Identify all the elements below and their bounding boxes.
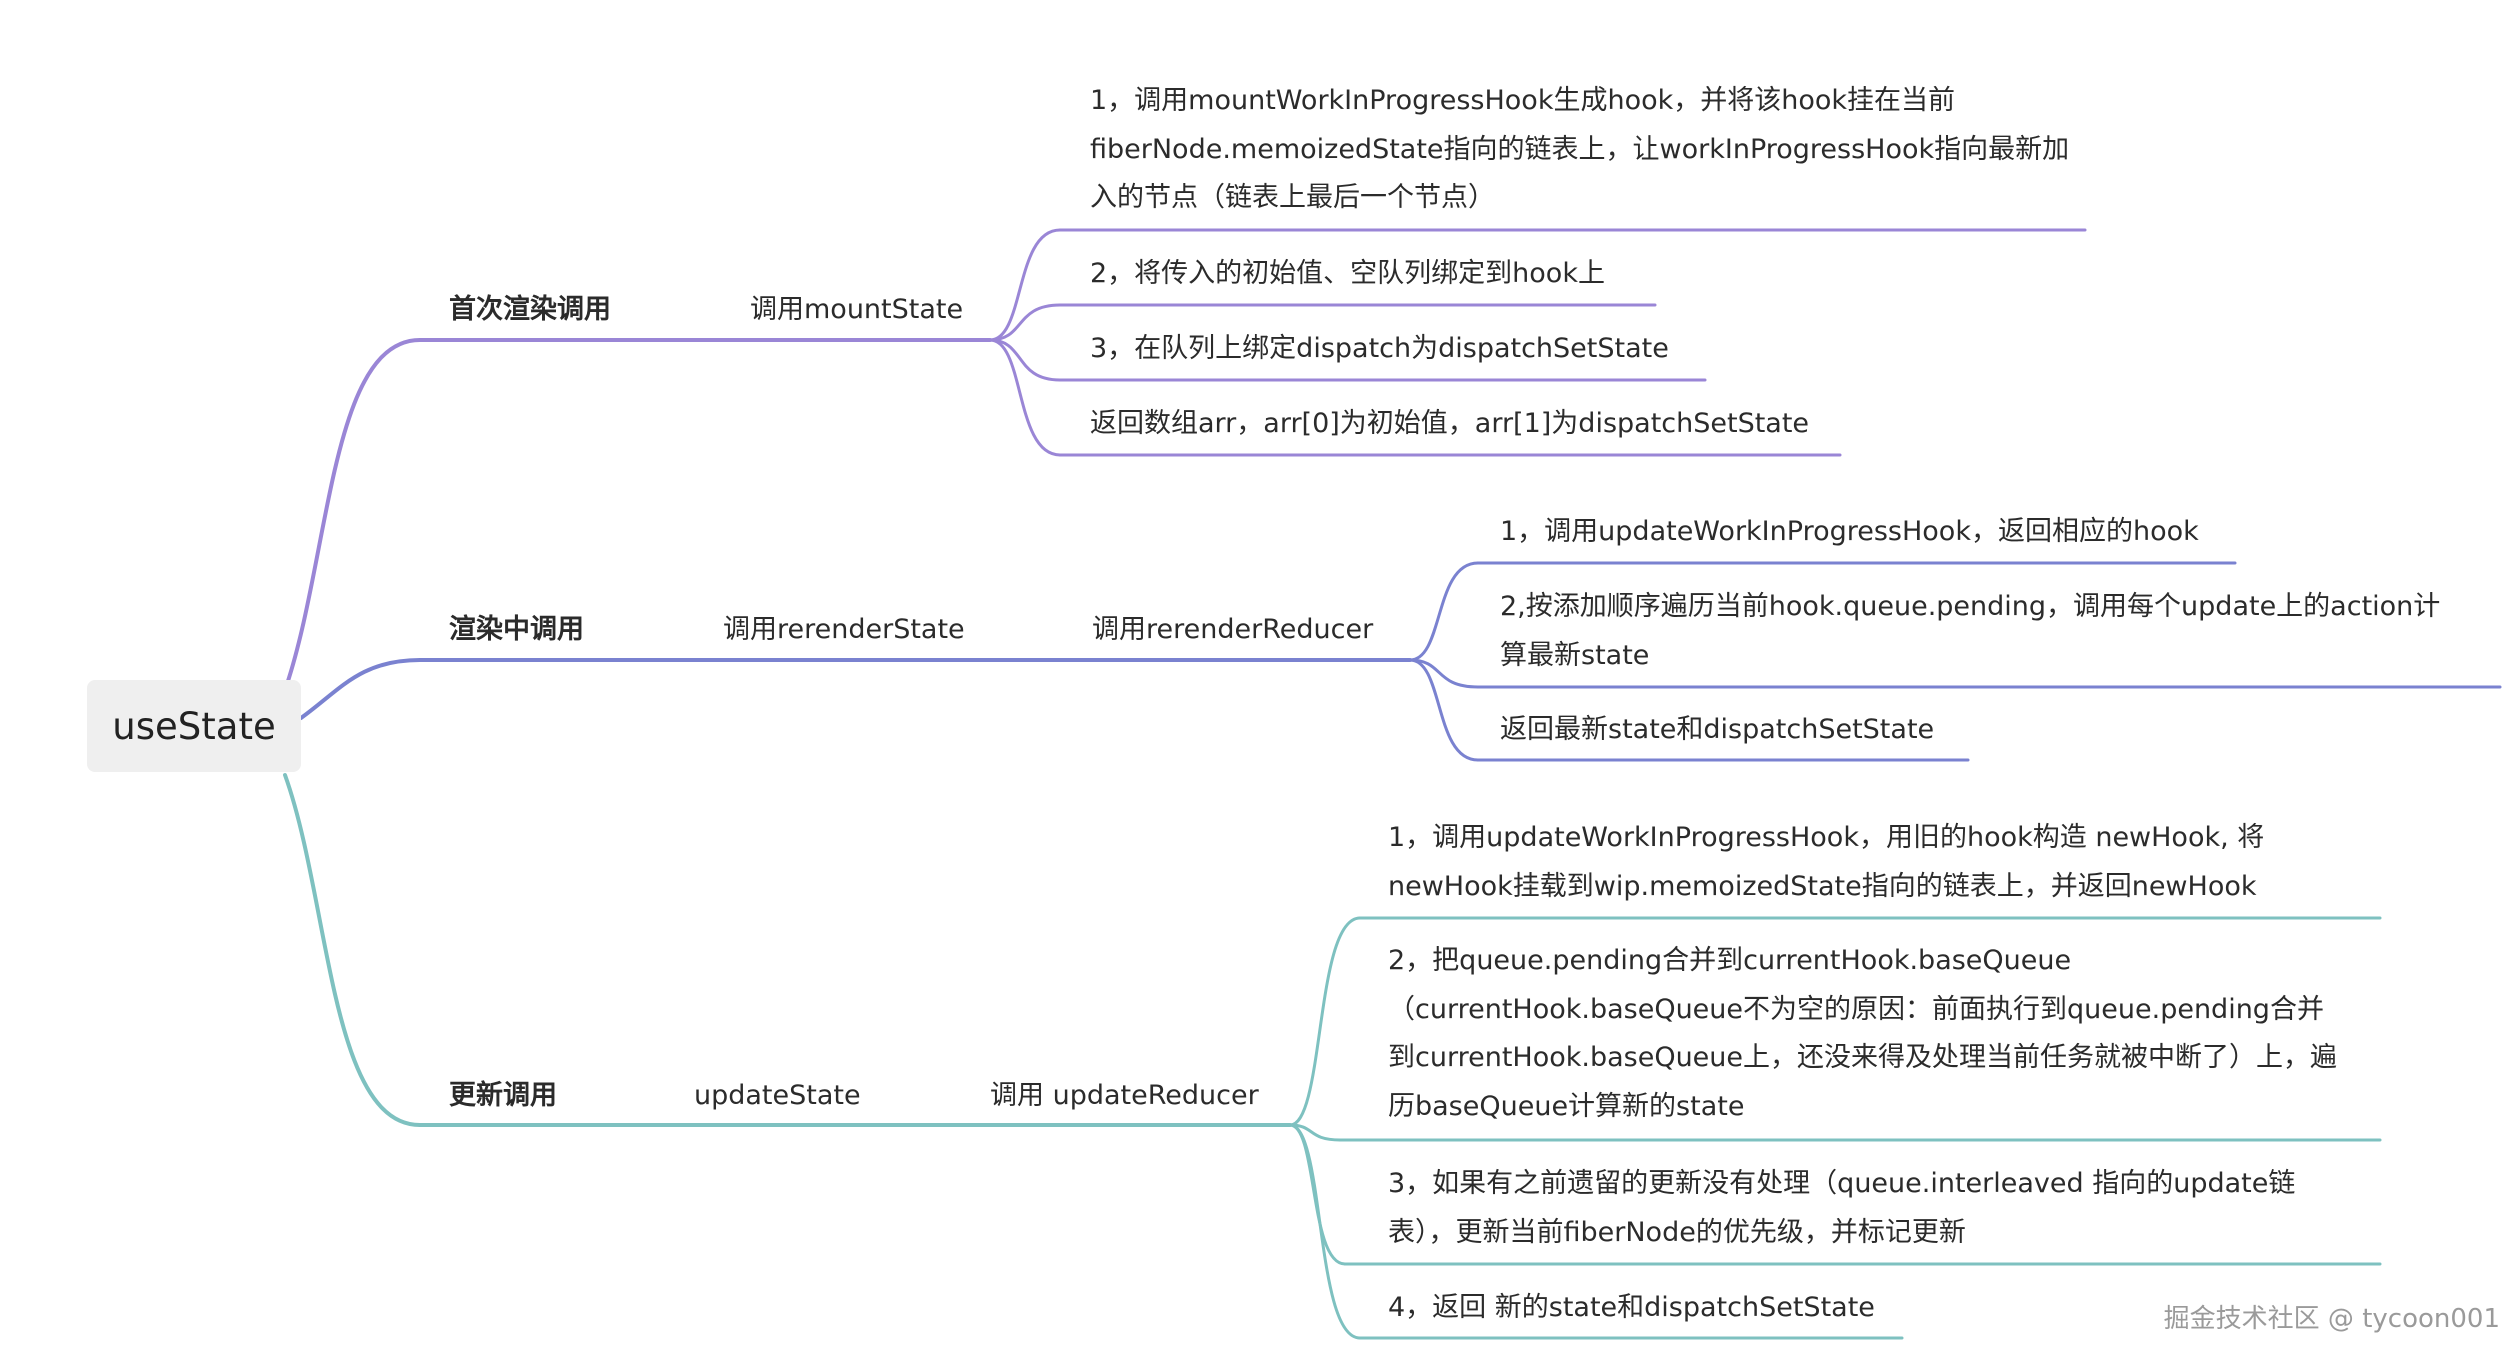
- watermark: 掘金技术社区 @ tycoon001: [2163, 1304, 2500, 1334]
- branch-update[interactable]: 更新调用: [449, 1080, 557, 1111]
- connector-root-first-render: [283, 338, 422, 692]
- connector-first-render-leaf-1: [988, 228, 1062, 342]
- branch-rerender-leaf-3[interactable]: 返回最新state和dispatchSetState: [1500, 714, 1935, 745]
- branch-update-leaf-4[interactable]: 4，返回 新的state和dispatchSetState: [1388, 1292, 1875, 1323]
- connector-update-leaf-4: [1288, 1123, 1362, 1340]
- root-label: useState: [112, 704, 276, 748]
- branch-update-chain-2[interactable]: 调用 updateReducer: [990, 1080, 1259, 1111]
- branch-update-leaf-3[interactable]: 3，如果有之前遗留的更新没有处理（queue.interleaved 指向的up…: [1388, 1168, 2296, 1248]
- branch-first-render-leaf-2[interactable]: 2，将传入的初始值、空队列绑定到hook上: [1090, 258, 1605, 289]
- connector-update-leaf-2: [1288, 1123, 1342, 1142]
- connector-update-leaf-3: [1288, 1123, 1347, 1266]
- branch-first-render[interactable]: 首次渲染调用: [449, 294, 611, 325]
- branch-first-render-leaf-1[interactable]: 1，调用mountWorkInProgressHook生成hook，并将该hoo…: [1090, 85, 2070, 213]
- connector-first-render-leaf-3: [988, 338, 1062, 382]
- connector-first-render-leaf-2: [988, 303, 1062, 342]
- branch-first-render-chain-1[interactable]: 调用mountState: [750, 294, 964, 325]
- branch-update-leaf-1[interactable]: 1，调用updateWorkInProgressHook，用旧的hook构造 n…: [1388, 822, 2265, 902]
- connector-first-render-leaf-4: [988, 338, 1062, 457]
- connector-root-update: [283, 773, 422, 1127]
- branch-first-render-leaf-3[interactable]: 3，在队列上绑定dispatch为dispatchSetState: [1090, 333, 1669, 364]
- root-node[interactable]: useState: [87, 680, 301, 772]
- connector-rerender-leaf-3: [1408, 658, 1480, 762]
- branch-rerender[interactable]: 渲染中调用: [449, 614, 584, 645]
- branch-rerender-leaf-2[interactable]: 2,按添加顺序遍历当前hook.queue.pending，调用每个update…: [1500, 591, 2441, 671]
- branch-rerender-chain-2[interactable]: 调用rerenderReducer: [1092, 614, 1374, 645]
- branch-rerender-leaf-1[interactable]: 1，调用updateWorkInProgressHook，返回相应的hook: [1500, 516, 2199, 547]
- connector-rerender-leaf-2: [1408, 658, 1480, 689]
- connector-rerender-leaf-1: [1408, 561, 1480, 662]
- branch-update-leaf-2[interactable]: 2，把queue.pending合并到currentHook.baseQueue…: [1388, 945, 2338, 1122]
- connector-root-rerender: [299, 658, 422, 720]
- branch-rerender-chain-1[interactable]: 调用rerenderState: [723, 614, 965, 645]
- branch-first-render-leaf-4[interactable]: 返回数组arr，arr[0]为初始值，arr[1]为dispatchSetSta…: [1090, 408, 1810, 439]
- connector-update-leaf-1: [1288, 916, 1362, 1127]
- branch-update-chain-1[interactable]: updateState: [694, 1080, 861, 1111]
